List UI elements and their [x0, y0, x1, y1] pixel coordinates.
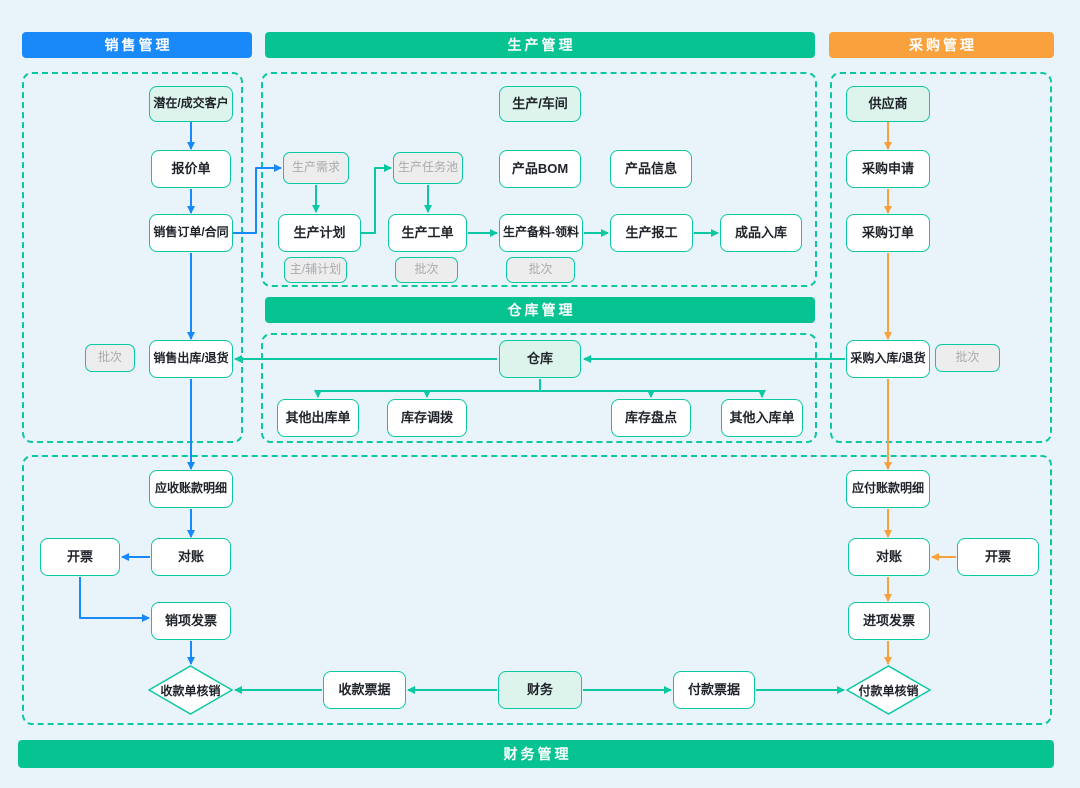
node-invoice-left: 开票: [40, 538, 120, 576]
node-label: 收款单核销: [160, 683, 221, 698]
region-sales: [22, 72, 243, 443]
node-other-inbound: 其他入库单: [721, 399, 803, 437]
section-bar-finance: 财务管理: [18, 740, 1054, 768]
node-label: 付款单核销: [858, 683, 919, 698]
region-warehouse: [261, 333, 817, 443]
node-product-bom: 产品BOM: [499, 150, 581, 188]
node-inventory-transfer: 库存调拨: [387, 399, 467, 437]
node-inventory-check: 库存盘点: [611, 399, 691, 437]
node-reconcile-right: 对账: [848, 538, 930, 576]
node-batch-purchase: 批次: [935, 344, 1000, 372]
node-workshop: 生产/车间: [499, 86, 581, 122]
node-warehouse: 仓库: [499, 340, 581, 378]
connector-plan-to-taskpool: [361, 164, 392, 234]
node-sales-outbound: 销售出库/退货: [149, 340, 233, 378]
region-finance: [22, 455, 1052, 725]
node-receipt-bill: 收款票据: [323, 671, 406, 709]
section-bar-sales: 销售管理: [22, 32, 252, 58]
section-bar-warehouse: 仓库管理: [265, 297, 815, 323]
node-payable-detail: 应付账款明细: [846, 470, 930, 508]
connector-salesorder-to-proddemand: [233, 164, 282, 234]
node-prod-report: 生产报工: [610, 214, 693, 252]
node-invoice-right: 开票: [957, 538, 1039, 576]
node-payment-bill: 付款票据: [673, 671, 755, 709]
section-bar-purchase: 采购管理: [829, 32, 1054, 58]
node-purchase-inbound: 采购入库/退货: [846, 340, 930, 378]
region-production: [261, 72, 817, 287]
node-prod-order: 生产工单: [388, 214, 467, 252]
node-prod-demand: 生产需求: [283, 152, 349, 184]
node-sales-order: 销售订单/合同: [149, 214, 233, 252]
node-product-info: 产品信息: [610, 150, 692, 188]
node-batch-material: 批次: [506, 257, 575, 283]
node-prod-task-pool: 生产任务池: [393, 152, 463, 184]
node-reconcile-left: 对账: [151, 538, 231, 576]
node-batch-sales: 批次: [85, 344, 135, 372]
node-batch-workorder: 批次: [395, 257, 458, 283]
node-prod-plan: 生产计划: [278, 214, 361, 252]
diamond-shape: [846, 665, 931, 715]
node-main-aux-plan: 主/辅计划: [284, 257, 347, 283]
node-finance: 财务: [498, 671, 582, 709]
node-customer: 潜在/成交客户: [149, 86, 233, 122]
node-supplier: 供应商: [846, 86, 930, 122]
node-other-outbound: 其他出库单: [277, 399, 359, 437]
node-purchase-request: 采购申请: [846, 150, 930, 188]
node-payment-writeoff: 付款单核销: [846, 665, 931, 715]
section-bar-production: 生产管理: [265, 32, 815, 58]
diamond-shape: [148, 665, 233, 715]
node-sales-invoice: 销项发票: [151, 602, 231, 640]
node-receipt-writeoff: 收款单核销: [148, 665, 233, 715]
node-prod-material: 生产备料-领料: [499, 214, 583, 252]
node-purchase-order: 采购订单: [846, 214, 930, 252]
node-finished-inbound: 成品入库: [720, 214, 802, 252]
node-receivable-detail: 应收账款明细: [149, 470, 233, 508]
connector-invoice-to-salesinvoice: [79, 577, 150, 622]
node-quotation: 报价单: [151, 150, 231, 188]
node-purchase-invoice: 进项发票: [848, 602, 930, 640]
region-purchase: [830, 72, 1052, 443]
